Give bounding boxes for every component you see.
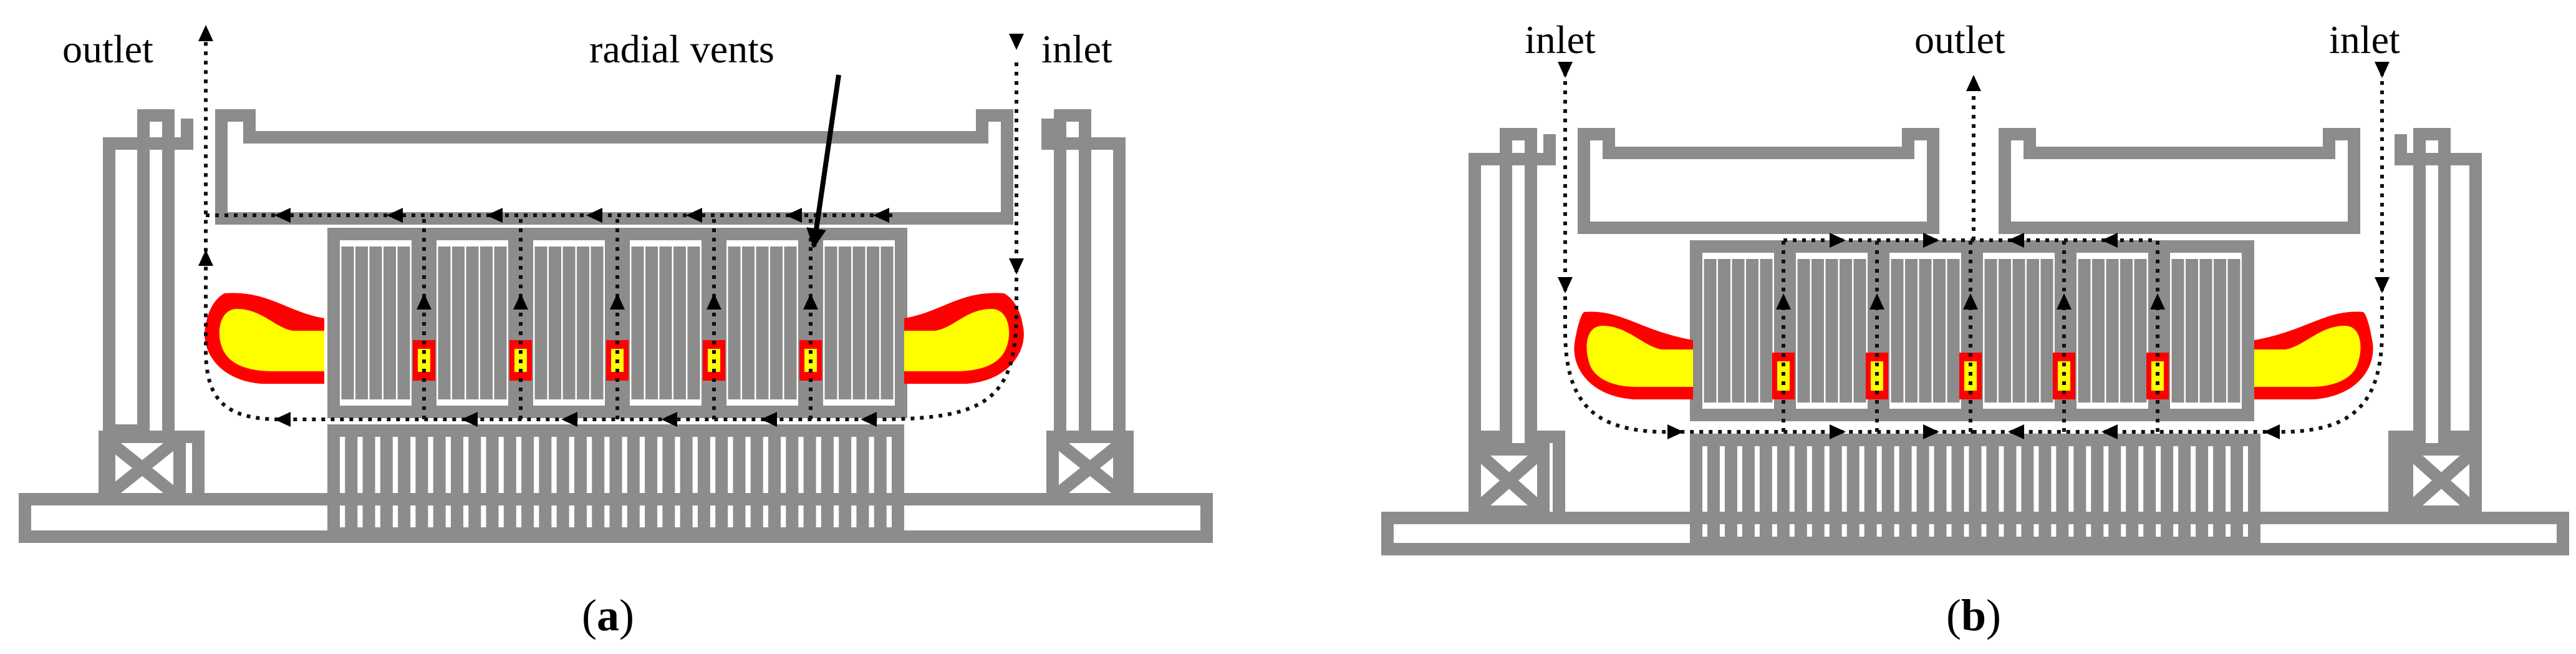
- stator-frame: [215, 109, 1013, 225]
- left-bearing: [1469, 443, 1550, 518]
- outlet-label: outlet: [62, 27, 153, 71]
- right-bearing: [2401, 443, 2482, 518]
- arrow-icon: [2150, 293, 2165, 310]
- right-endshield-outer: [1041, 119, 1126, 431]
- arrow-icon: [861, 412, 877, 427]
- rotor-core: [327, 424, 904, 540]
- arrow-icon: [486, 208, 503, 223]
- stator-packet: [1971, 240, 2067, 421]
- arrow-icon: [1009, 34, 1024, 50]
- arrow-icon: [761, 412, 777, 427]
- rotor-outline: [1690, 434, 2260, 549]
- stator-packet: [2064, 240, 2161, 421]
- arrow-icon: [686, 208, 702, 223]
- panel-a-axial-ventilation: outlet inlet radial vents (a): [19, 25, 1213, 640]
- radial-vent-windings: [1772, 353, 2169, 399]
- left-end-winding: [1574, 311, 1693, 399]
- arrow-icon: [707, 293, 721, 310]
- arrow-icon: [1830, 424, 1846, 439]
- arrow-icon: [1558, 62, 1573, 78]
- arrow-icon: [1558, 277, 1573, 293]
- arrow-icon: [1966, 75, 1981, 91]
- arrow-icon: [661, 412, 677, 427]
- arrow-icon: [2375, 277, 2390, 293]
- rotor-core: [1690, 434, 2260, 549]
- stator-packet: [714, 228, 811, 418]
- airflow-path: [204, 37, 1018, 421]
- stator-packet: [617, 228, 714, 418]
- radial-vents-label: radial vents: [589, 27, 774, 71]
- caption-b: (b): [1946, 590, 2001, 640]
- arrow-icon: [2008, 424, 2024, 439]
- left-bearing: [99, 431, 186, 505]
- outlet-label: outlet: [1914, 17, 2005, 62]
- arrow-icon: [2057, 293, 2072, 310]
- inlet-left-label: inlet: [1525, 17, 1596, 62]
- arrow-icon: [2375, 62, 2390, 78]
- arrow-icon: [786, 208, 802, 223]
- arrow-icon: [873, 208, 889, 223]
- arrow-icon: [417, 293, 432, 310]
- arrow-icon: [198, 25, 213, 41]
- arrow-icon: [586, 208, 602, 223]
- arrow-icon: [803, 293, 818, 310]
- inlet-right-label: inlet: [2329, 17, 2400, 62]
- arrow-icon: [561, 412, 577, 427]
- stator-packets: [1690, 240, 2254, 421]
- arrow-icon: [1963, 293, 1978, 310]
- right-end-winding: [904, 293, 1024, 384]
- arrow-icon: [2101, 424, 2118, 439]
- arrow-icon: [1667, 424, 1684, 439]
- arrow-icon: [1869, 293, 1884, 310]
- inlet-label: inlet: [1041, 27, 1112, 71]
- stator-packet: [1690, 240, 1787, 421]
- arrow-icon: [1776, 293, 1791, 310]
- arrow-icon: [2008, 233, 2024, 248]
- right-endshield-outer: [2395, 134, 2482, 437]
- airflow-paths: [1558, 62, 2390, 439]
- arrow-icon: [1923, 424, 1939, 439]
- arrow-icon: [2101, 233, 2118, 248]
- arrow-icon: [274, 412, 291, 427]
- panel-b-radial-ventilation: inlet outlet inlet (b): [1381, 17, 2569, 640]
- airflow-paths: [198, 25, 1024, 427]
- stator-packet: [424, 228, 521, 418]
- arrow-icon: [198, 250, 213, 266]
- stator-frame-left: [1578, 128, 1939, 234]
- left-endshield-outer: [1469, 134, 1556, 437]
- rotor-outline: [327, 424, 904, 540]
- stator-packet: [811, 228, 907, 418]
- right-end-winding: [2254, 311, 2373, 399]
- arrow-icon: [387, 208, 403, 223]
- stator-packets: [327, 228, 907, 418]
- arrow-icon: [610, 293, 625, 310]
- arrow-icon: [1009, 258, 1024, 275]
- left-end-winding: [205, 293, 324, 384]
- caption-a: (a): [582, 590, 634, 640]
- arrow-icon: [2264, 424, 2280, 439]
- arrow-icon: [274, 208, 291, 223]
- stator-packet: [327, 228, 424, 418]
- radial-vents-pointer: [806, 74, 841, 249]
- right-bearing: [1046, 431, 1134, 505]
- arrow-icon: [461, 412, 478, 427]
- stator-frame-right: [1999, 128, 2360, 234]
- left-endshield-outer: [103, 119, 193, 431]
- stator-packet: [1877, 240, 1974, 421]
- stator-packet: [521, 228, 617, 418]
- arrow-icon: [1830, 233, 1846, 248]
- arrow-icon: [1923, 233, 1939, 248]
- stator-packet: [1783, 240, 1880, 421]
- arrow-icon: [513, 293, 528, 310]
- stator-packet: [2158, 240, 2254, 421]
